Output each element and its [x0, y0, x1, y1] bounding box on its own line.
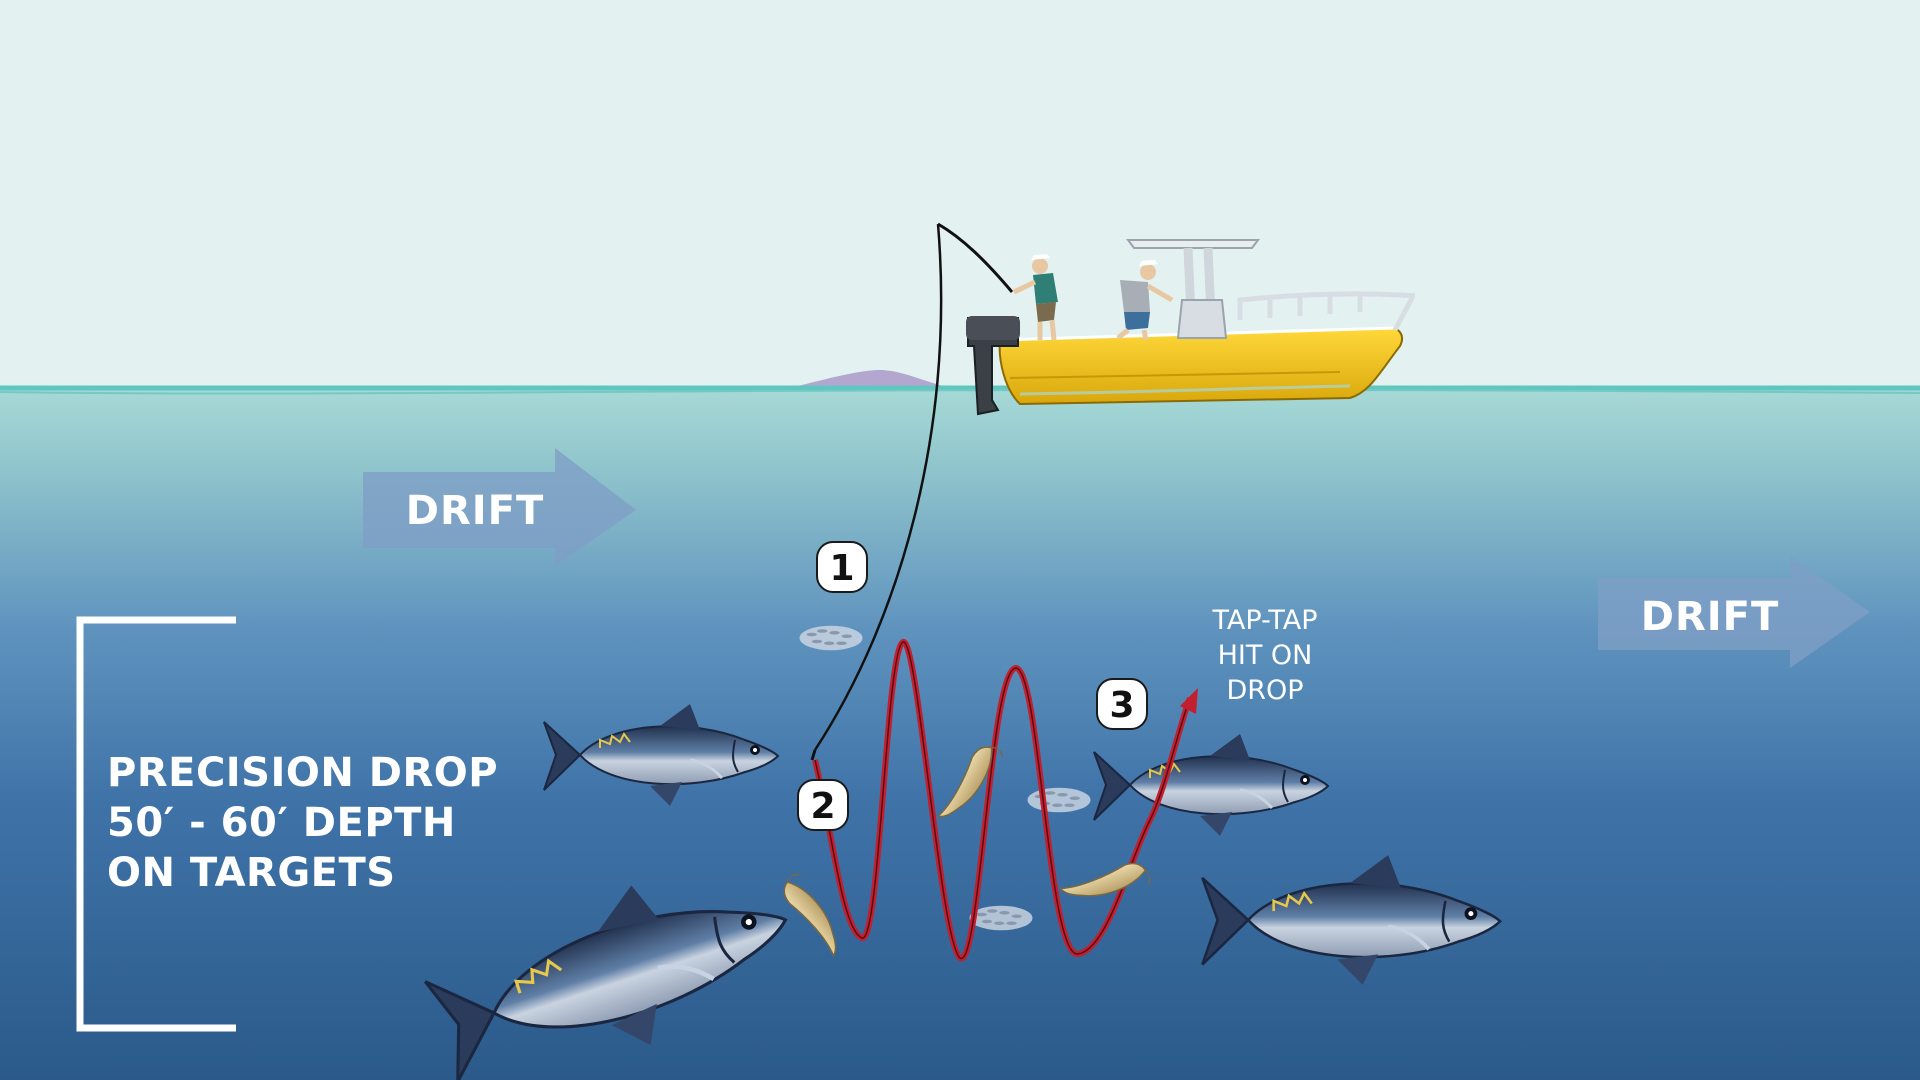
drift-arrow-right: DRIFT	[1598, 556, 1870, 668]
svg-text:1: 1	[829, 548, 854, 589]
hit-label-line: HIT ON	[1217, 640, 1313, 671]
step-marker-2: 2	[797, 779, 849, 831]
angler-figure	[1012, 254, 1058, 341]
depth-label: PRECISION DROP 50′ - 60′ DEPTH ON TARGET…	[107, 748, 627, 898]
bait-ball	[799, 625, 863, 651]
drift-label: DRIFT	[1641, 594, 1780, 640]
arrow-head-icon	[1180, 688, 1198, 714]
drift-label: DRIFT	[406, 488, 545, 534]
depth-label-line: PRECISION DROP	[107, 750, 499, 796]
step-marker-3: 3	[1096, 678, 1148, 730]
water	[0, 386, 1920, 1080]
boat-icon	[966, 239, 1416, 416]
hit-label-line: TAP-TAP	[1212, 605, 1318, 636]
distant-land	[790, 370, 950, 388]
bait-ball	[969, 905, 1033, 931]
svg-text:3: 3	[1109, 685, 1134, 726]
sky	[0, 0, 1920, 388]
svg-text:2: 2	[810, 786, 835, 827]
hit-label: TAP-TAP HIT ON DROP	[1170, 603, 1360, 708]
bait-ball	[1027, 787, 1091, 813]
fishing-line	[813, 223, 943, 751]
depth-bracket	[76, 616, 236, 1032]
drift-arrow-left: DRIFT	[363, 448, 636, 566]
mate-figure	[1116, 260, 1174, 341]
depth-label-line: 50′ - 60′ DEPTH	[107, 800, 456, 846]
depth-label-line: ON TARGETS	[107, 850, 396, 896]
fishing-rod	[937, 222, 1014, 293]
hit-label-line: DROP	[1226, 675, 1304, 706]
step-marker-1: 1	[816, 541, 868, 593]
